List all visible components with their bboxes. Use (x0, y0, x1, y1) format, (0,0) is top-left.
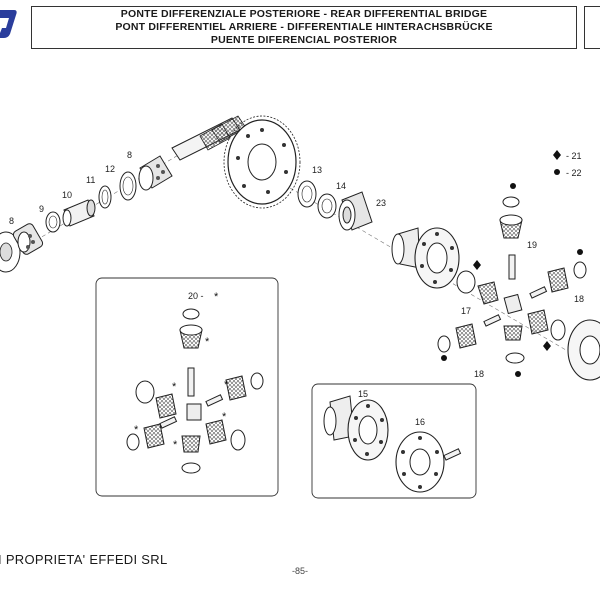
title-block: PONTE DIFFERENZIALE POSTERIORE - REAR DI… (31, 6, 577, 49)
part-label-20: 20 - (188, 291, 204, 301)
dot-symbol-icon (554, 169, 560, 175)
pinion-shaft (171, 115, 247, 161)
diamond-symbol-icon (553, 150, 561, 160)
part-label-18-lower: 18 (474, 369, 484, 379)
asterisk-icon: * (214, 291, 219, 303)
inset-spider-detail: 20 - * * * * * * * (95, 277, 279, 497)
brand-logo-icon (0, 10, 17, 38)
washer-14 (317, 193, 337, 219)
legend-ref-22: - 22 (566, 168, 582, 178)
title-line-3: PUENTE DIFERENCIAL POSTERIOR (210, 34, 398, 46)
spacer-10 (62, 199, 96, 227)
svg-text:*: * (224, 379, 229, 391)
svg-text:*: * (205, 336, 210, 348)
ring-9 (45, 211, 61, 233)
washer-12 (119, 171, 137, 201)
title-line-1: PONTE DIFFERENZIALE POSTERIORE - REAR DI… (120, 8, 488, 20)
part-label-10: 10 (62, 190, 72, 200)
part-label-18-upper: 18 (574, 294, 584, 304)
part-label-15: 15 (358, 389, 368, 399)
svg-text:*: * (172, 381, 177, 393)
part-labels: 8 12 11 10 9 8 13 14 23 19 18 17 18 15 1… (9, 150, 584, 427)
pinion-flange (0, 231, 21, 273)
svg-text:*: * (222, 411, 227, 423)
part-label-13: 13 (312, 165, 322, 175)
part-label-14: 14 (336, 181, 346, 191)
part-label-16: 16 (415, 417, 425, 427)
washer-11 (98, 185, 112, 209)
legend: - 21 - 22 (553, 150, 582, 178)
washer-13 (297, 180, 317, 208)
part-label-8-lower: 8 (9, 216, 14, 226)
svg-text:*: * (134, 424, 139, 436)
part-label-8-upper: 8 (127, 150, 132, 160)
inset-case-detail (311, 383, 477, 499)
title-side-box (584, 6, 600, 49)
part-label-17: 17 (461, 306, 471, 316)
legend-ref-21: - 21 (566, 151, 582, 161)
bearing-23 (338, 191, 373, 231)
bearing-8-upper (138, 155, 173, 191)
spider-assembly-right (437, 183, 600, 381)
bearing-8-lower (12, 223, 44, 255)
page-number: -85- (292, 566, 309, 576)
differential-case-half (391, 227, 460, 289)
title-line-2: PONT DIFFERENTIEL ARRIERE - DIFFERENTIAL… (115, 21, 493, 33)
svg-text:*: * (173, 439, 178, 451)
copyright-text: I PROPRIETA' EFFEDI SRL (0, 552, 168, 567)
part-label-19: 19 (527, 240, 537, 250)
ring-gear (223, 115, 301, 209)
part-label-23: 23 (376, 198, 386, 208)
part-label-11: 11 (86, 175, 95, 185)
part-label-12: 12 (105, 164, 115, 174)
part-label-9: 9 (39, 204, 44, 214)
